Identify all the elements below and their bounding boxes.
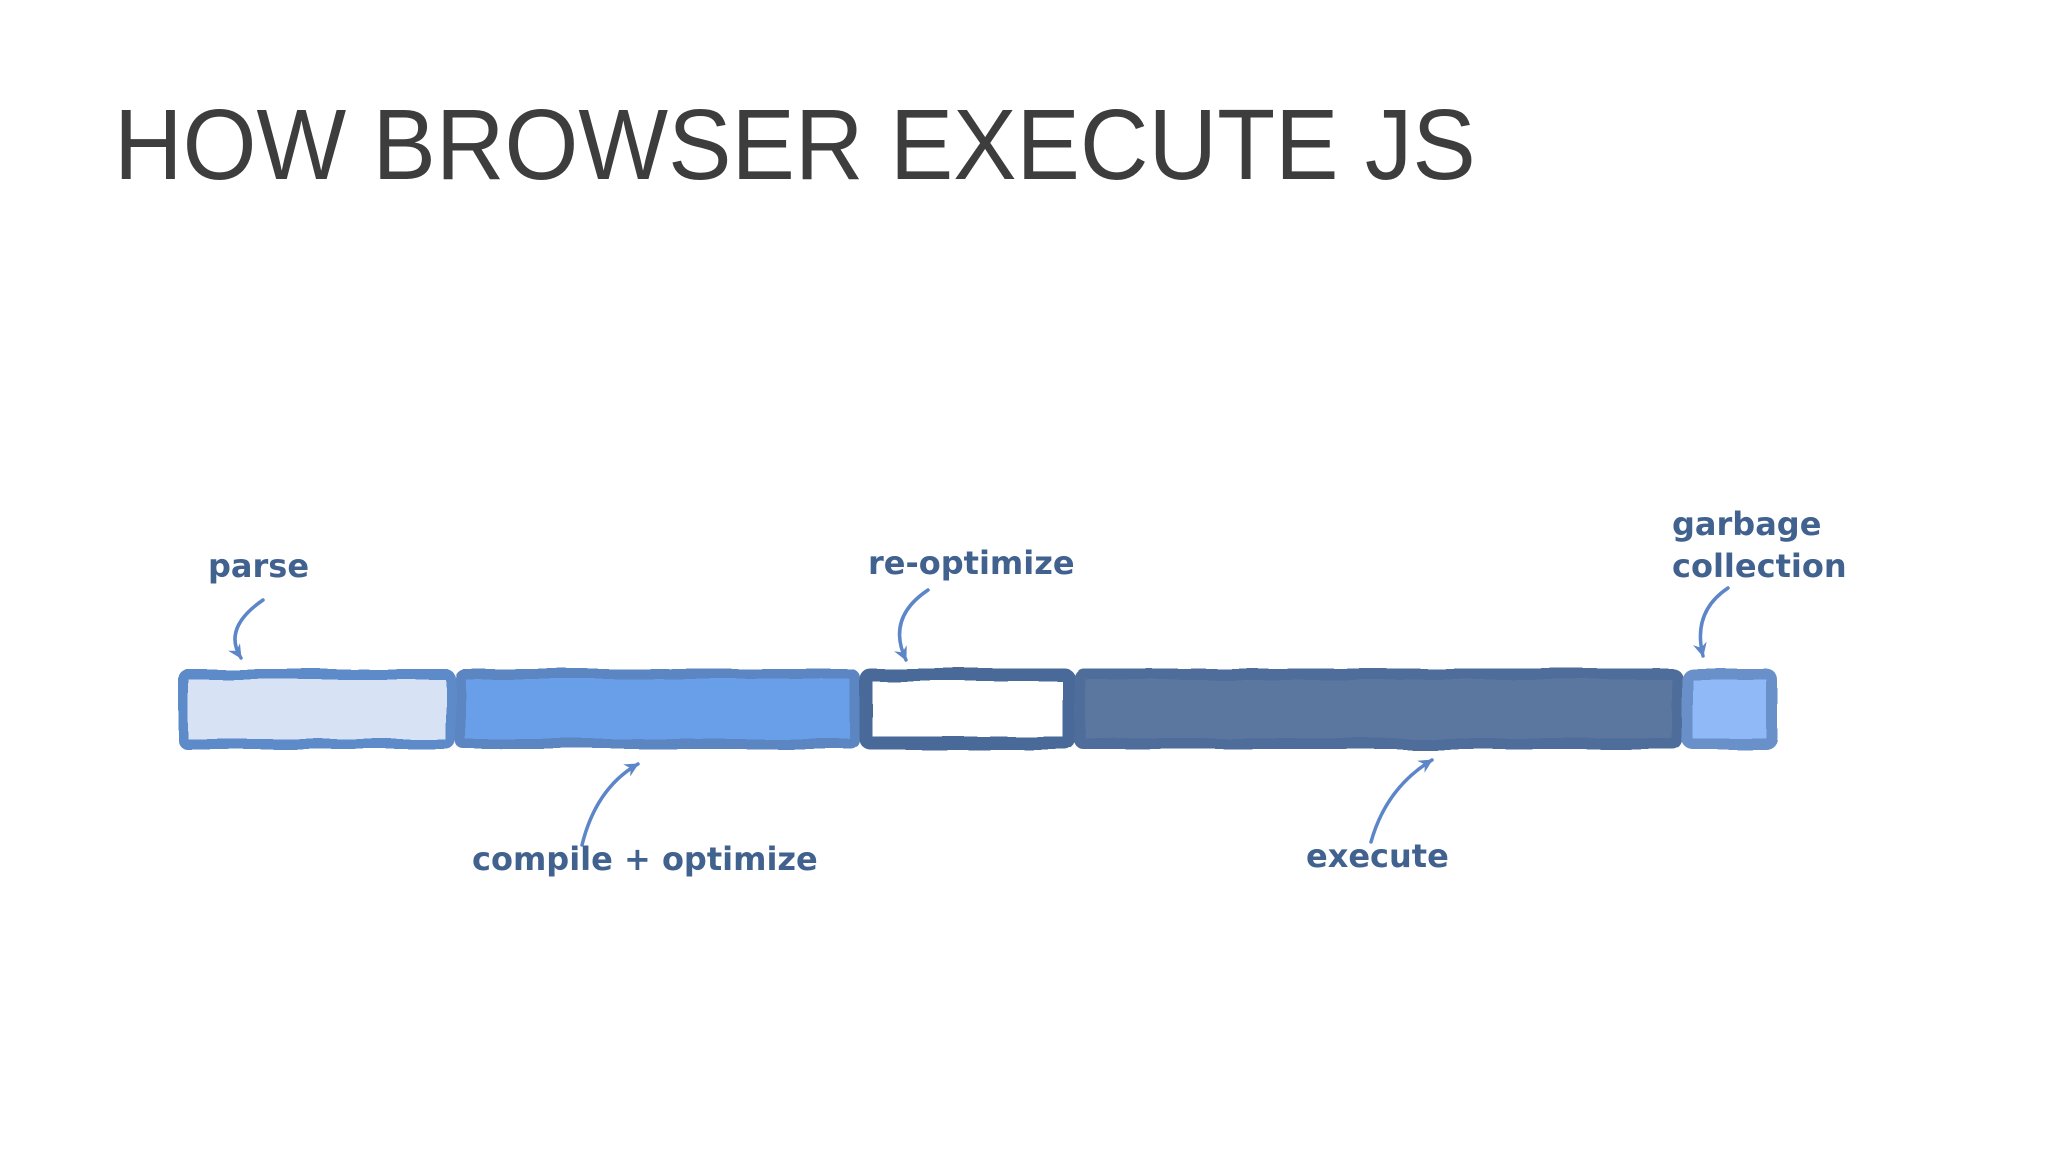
segment-execute xyxy=(1074,668,1683,750)
arrow-garbage-collection xyxy=(1693,586,1730,658)
label-re-optimize: re-optimize xyxy=(868,544,1075,582)
label-parse: parse xyxy=(208,547,310,585)
segment-compile-optimize xyxy=(455,669,860,749)
label-compile-optimize: compile + optimize xyxy=(472,840,818,878)
arrow-re-optimize xyxy=(894,588,930,662)
label-garbage-collection: garbage collection xyxy=(1672,505,1847,585)
arrow-execute xyxy=(1369,758,1434,844)
slide-title: HOW BROWSER EXECUTE JS xyxy=(114,89,1476,201)
arrow-compile-optimize xyxy=(580,762,640,847)
segment-re-optimize xyxy=(859,668,1076,750)
label-execute: execute xyxy=(1306,837,1449,875)
arrow-parse xyxy=(228,598,265,660)
segment-parse xyxy=(178,669,455,749)
segment-garbage-collection xyxy=(1681,668,1778,750)
